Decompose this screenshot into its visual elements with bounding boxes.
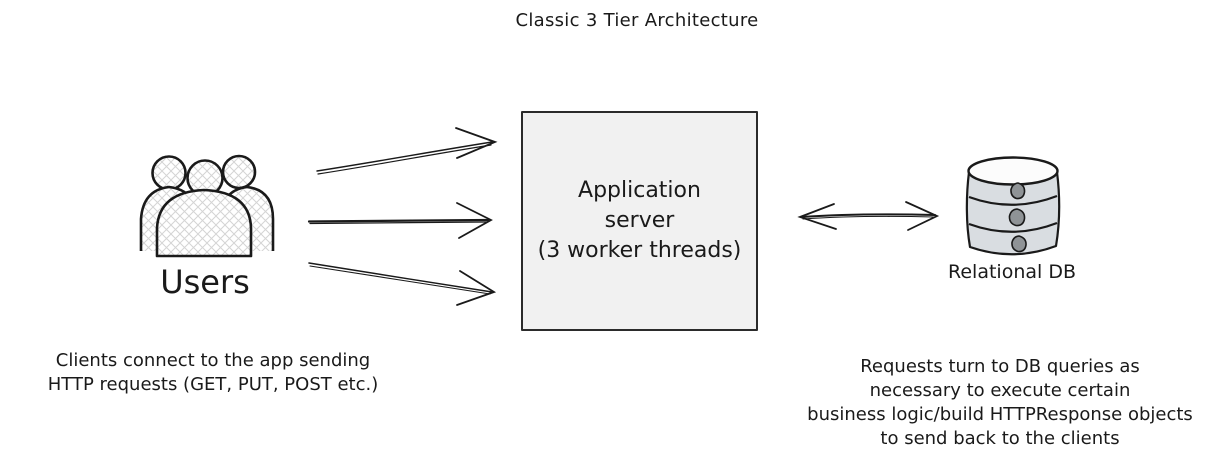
caption-requests: Requests turn to DB queries as necessary…	[807, 356, 1193, 449]
users-label: Users	[160, 263, 250, 301]
caption-clients: Clients connect to the app sending HTTP …	[47, 350, 379, 395]
arrow-users-to-server-3	[308, 262, 497, 306]
app-server-box: Application server (3 worker threads)	[521, 111, 758, 331]
app-server-label: Application server (3 worker threads)	[537, 178, 742, 263]
arrow-users-to-server-1	[316, 127, 498, 175]
arrow-server-db-bidirectional	[797, 201, 940, 231]
database-label: Relational DB	[948, 261, 1076, 283]
database-cylinder-icon	[965, 156, 1061, 256]
users-group-icon	[139, 154, 275, 258]
arrow-users-to-server-2	[307, 202, 493, 239]
diagram-title: Classic 3 Tier Architecture	[515, 10, 759, 31]
